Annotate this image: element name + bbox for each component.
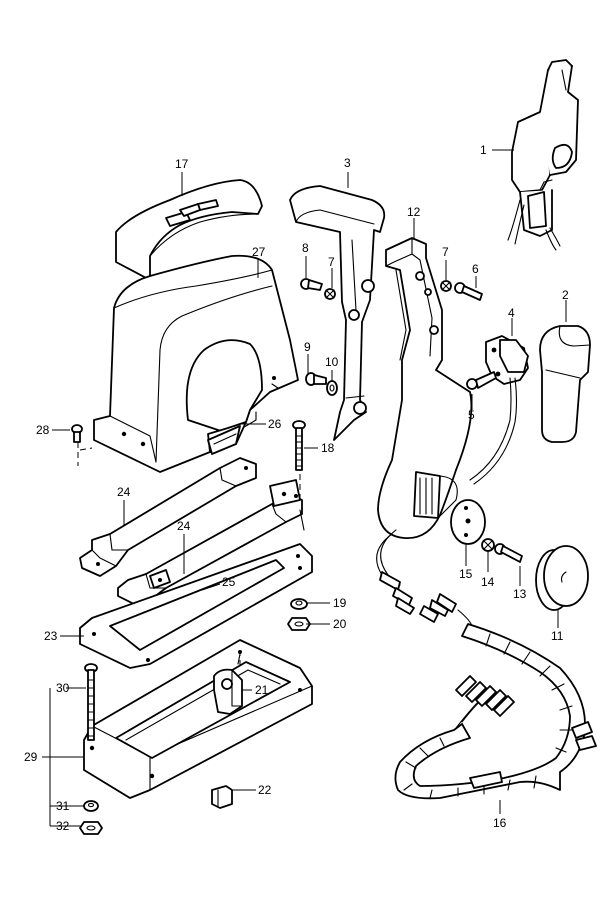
part-29-base xyxy=(83,639,313,799)
part-22-clip xyxy=(211,785,233,809)
part-23-gasket xyxy=(79,543,313,669)
part-31-washer xyxy=(83,800,99,812)
part-11-cap xyxy=(535,545,589,611)
part-26-wedge xyxy=(207,425,241,455)
part-4-switch xyxy=(469,335,529,485)
callout-23: 23 xyxy=(44,629,58,643)
part-27-housing xyxy=(93,254,299,473)
callout-labels: 1 2 3 4 5 6 7 7 8 9 10 11 12 13 14 15 16… xyxy=(24,143,569,833)
callout-8: 8 xyxy=(302,241,309,255)
callout-6: 6 xyxy=(472,262,479,276)
part-7-washer-right xyxy=(440,280,452,292)
callout-31: 31 xyxy=(56,799,70,813)
callout-1: 1 xyxy=(480,143,487,157)
callout-12: 12 xyxy=(407,205,421,219)
part-30-screw xyxy=(84,663,98,741)
part-15-plate xyxy=(450,499,486,545)
part-5-screw xyxy=(466,371,497,390)
part-9-bolt xyxy=(305,372,327,386)
callout-27: 27 xyxy=(252,245,266,259)
callout-26: 26 xyxy=(268,417,282,431)
part-3-lever-arm xyxy=(289,185,386,441)
callout-11: 11 xyxy=(551,629,564,643)
callout-10: 10 xyxy=(325,355,339,369)
part-16-harness xyxy=(376,529,597,800)
callout-21: 21 xyxy=(255,683,269,697)
callout-20: 20 xyxy=(333,617,347,631)
callout-14: 14 xyxy=(481,575,495,589)
part-8-bolt xyxy=(300,278,323,291)
callout-25: 25 xyxy=(222,575,236,589)
part-24-bracket-lower xyxy=(117,479,305,605)
callout-19: 19 xyxy=(333,596,347,610)
part-12-shift-arm xyxy=(377,237,473,539)
callout-17: 17 xyxy=(175,157,189,171)
part-32-nut xyxy=(79,821,103,835)
part-10-washer xyxy=(326,380,338,396)
part-1-remote-control-assembly xyxy=(507,59,579,251)
part-19-washer xyxy=(290,598,308,610)
callout-4: 4 xyxy=(508,306,515,320)
callout-7-left: 7 xyxy=(328,255,335,269)
part-6-screw xyxy=(454,282,483,301)
callout-16: 16 xyxy=(493,816,507,830)
part-7-washer-left xyxy=(324,288,336,300)
part-2-grip xyxy=(539,325,591,443)
callout-3: 3 xyxy=(344,156,351,170)
leader-lines xyxy=(42,149,567,827)
part-28-screw xyxy=(71,424,83,443)
part-24-bracket-upper xyxy=(79,457,257,577)
callout-28: 28 xyxy=(36,423,50,437)
part-17-top-cover xyxy=(115,179,263,281)
callout-22: 22 xyxy=(258,783,272,797)
callout-15: 15 xyxy=(459,567,473,581)
alignment-lines xyxy=(77,442,301,668)
callout-30: 30 xyxy=(56,681,70,695)
callout-13: 13 xyxy=(513,587,527,601)
part-18-long-screw xyxy=(292,420,306,471)
callout-24-upper: 24 xyxy=(117,485,131,499)
callout-5: 5 xyxy=(468,408,475,422)
part-13-screw xyxy=(494,543,523,563)
callout-24-lower: 24 xyxy=(177,519,191,533)
callout-18: 18 xyxy=(321,441,335,455)
callout-2: 2 xyxy=(562,288,569,302)
part-20-nut xyxy=(287,617,311,631)
callout-32: 32 xyxy=(56,819,70,833)
callout-29: 29 xyxy=(24,750,38,764)
callout-7-right: 7 xyxy=(442,245,449,259)
callout-9: 9 xyxy=(304,340,311,354)
part-14-washer xyxy=(481,538,495,552)
